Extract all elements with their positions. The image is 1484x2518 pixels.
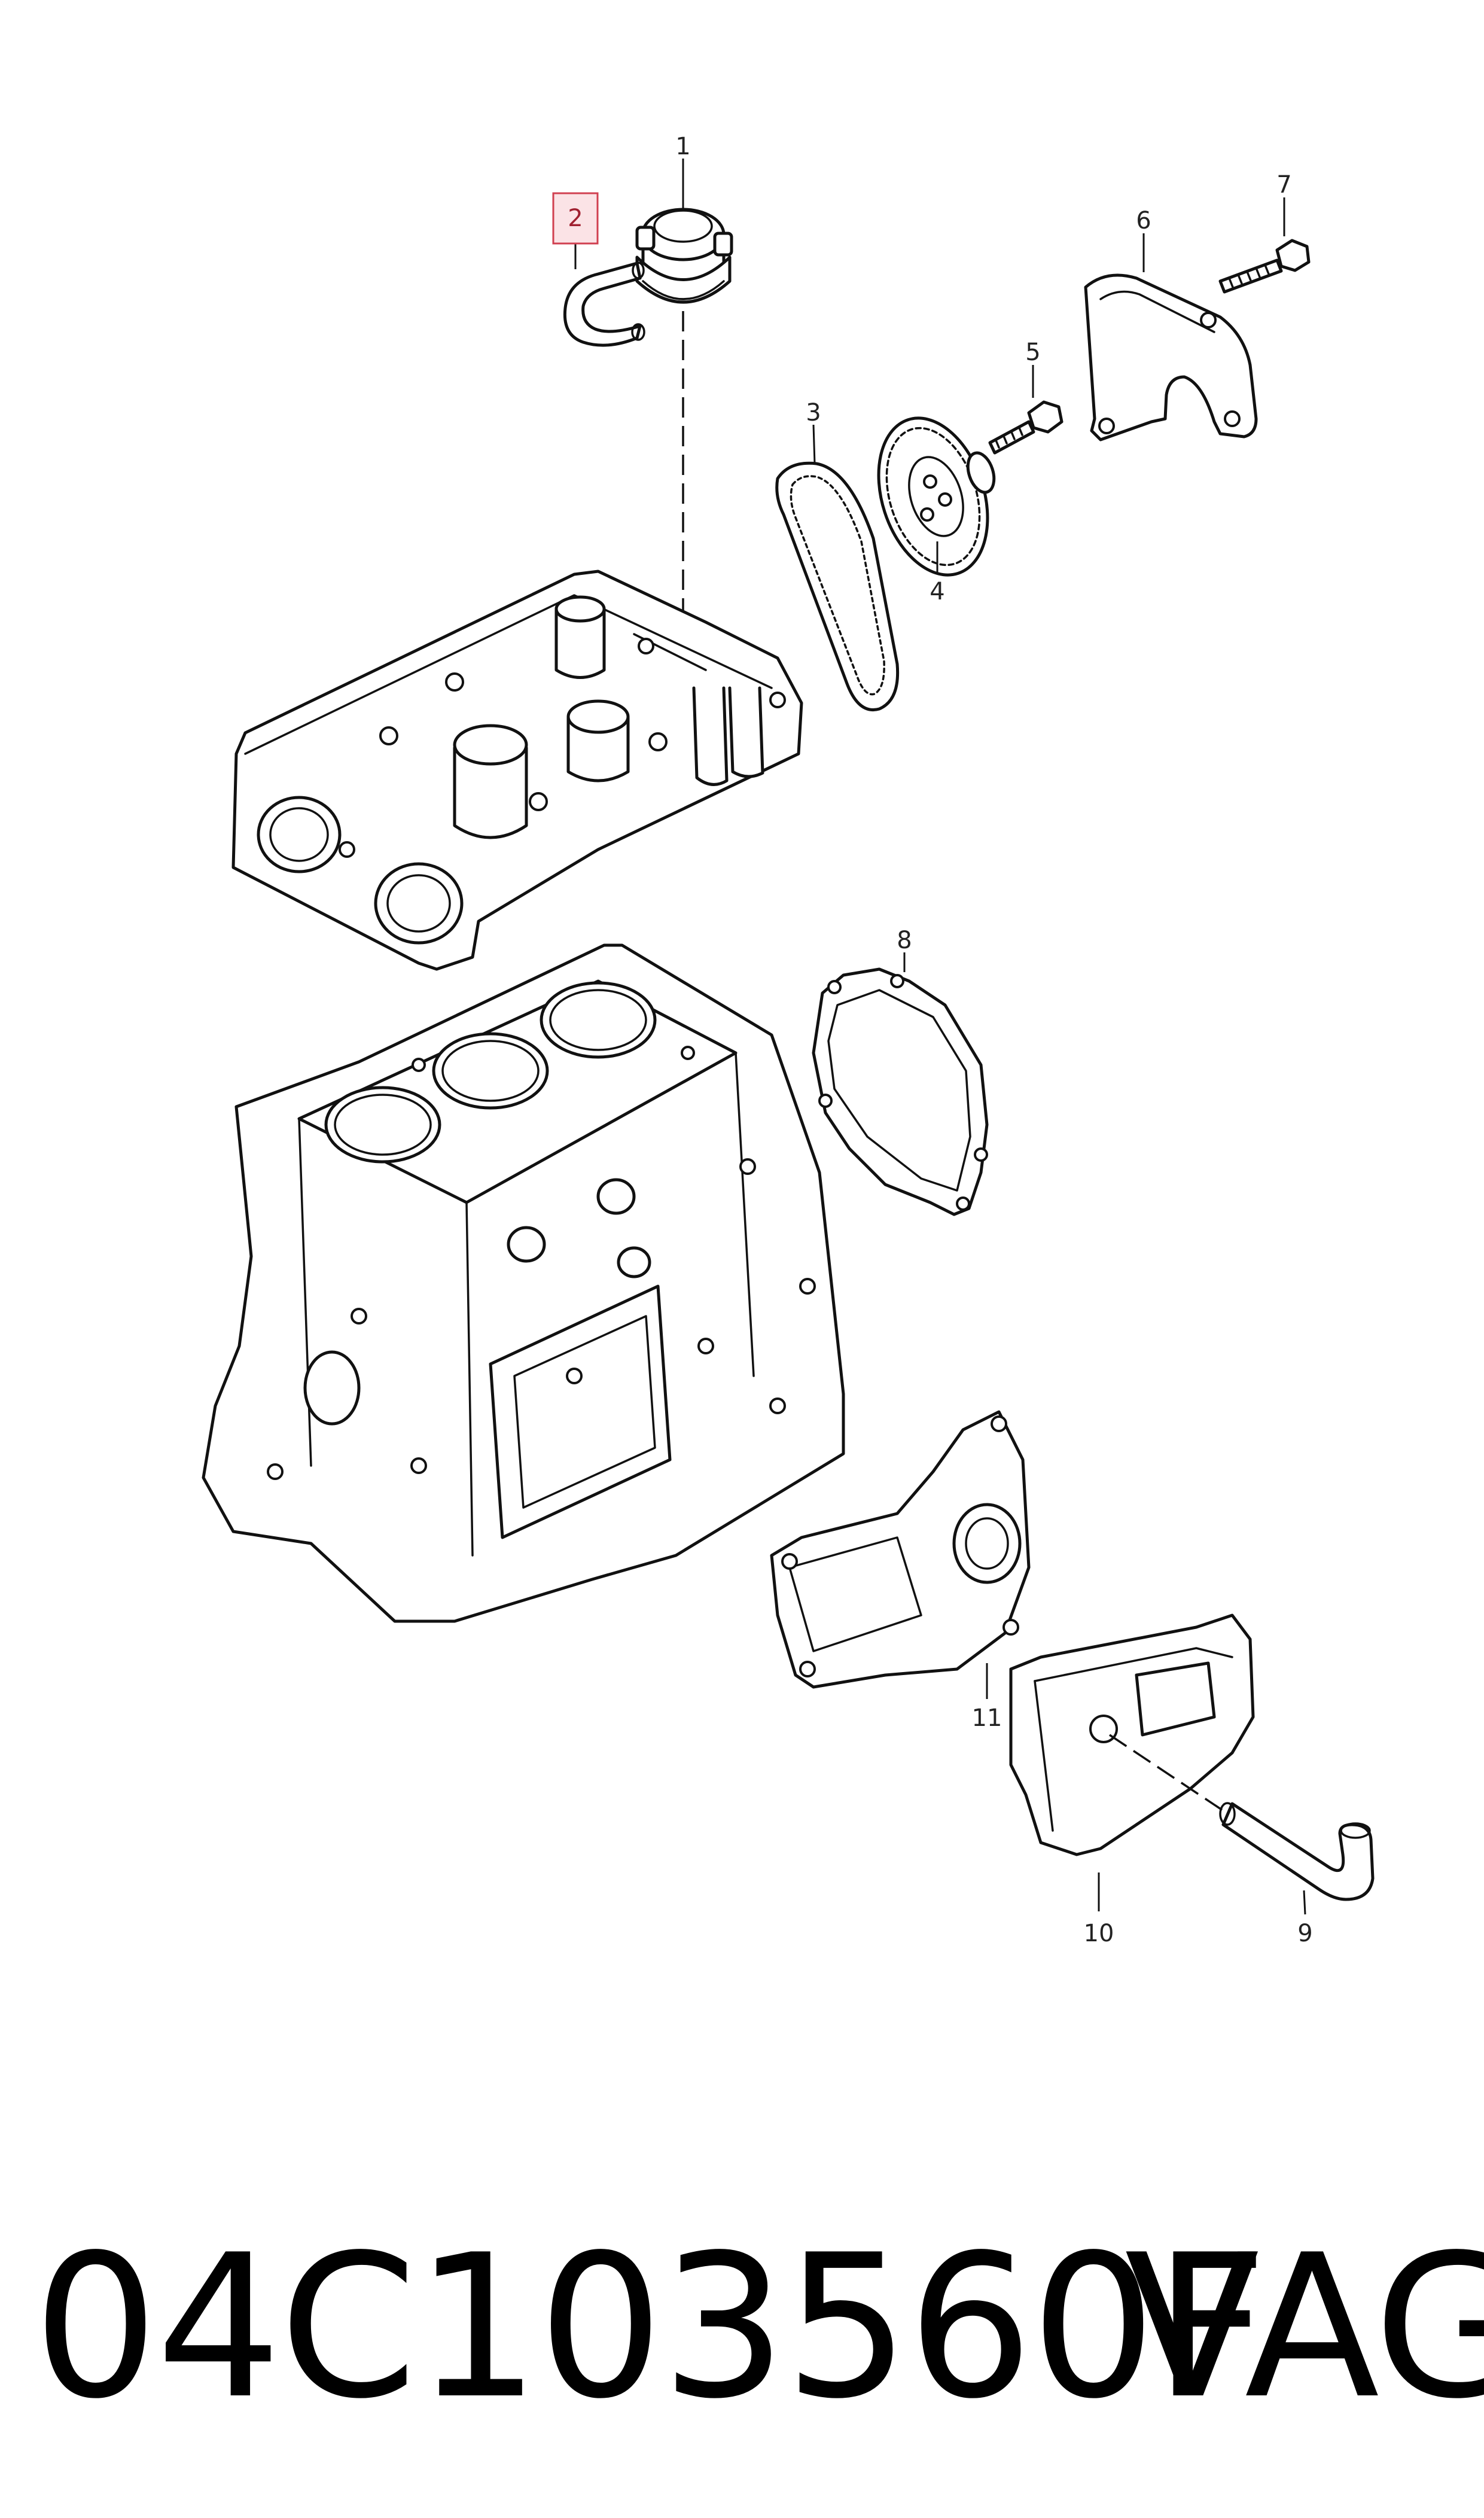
callout-11[interactable]: 11 xyxy=(972,1704,1002,1732)
part-11-oil-pump[interactable] xyxy=(770,1410,1031,1689)
brand-label: VAG xyxy=(1125,2212,1484,2442)
callout-7[interactable]: 7 xyxy=(1276,171,1291,199)
callout-6[interactable]: 6 xyxy=(1136,207,1151,235)
callout-4[interactable]: 4 xyxy=(930,578,944,605)
part-number-label: 04C103560F xyxy=(33,2212,1267,2442)
part-6-timing-cover[interactable] xyxy=(1084,273,1258,442)
part-3-timing-belt[interactable] xyxy=(775,461,900,711)
leader-3 xyxy=(812,424,816,464)
callout-3[interactable]: 3 xyxy=(806,399,821,427)
callout-10[interactable]: 10 xyxy=(1084,1920,1114,1947)
callout-2-highlight-box xyxy=(552,192,599,245)
part-8-gasket[interactable] xyxy=(812,967,989,1216)
exploded-engine-diagram: 1 2 3 4 5 6 7 8 9 10 11 xyxy=(202,133,1375,1947)
part-5-sprocket-bolt[interactable] xyxy=(988,400,1064,455)
leader-9 xyxy=(1303,1890,1306,1915)
part-7-cover-bolt[interactable] xyxy=(1218,239,1311,294)
part-4-camshaft-sprocket[interactable] xyxy=(860,404,1006,589)
callout-5[interactable]: 5 xyxy=(1025,339,1040,366)
cylinder-block xyxy=(202,943,845,1623)
callout-2[interactable]: 2 xyxy=(568,205,583,232)
assembly-line-pipe xyxy=(1109,1734,1227,1814)
part-2-breather-hose[interactable] xyxy=(563,261,645,347)
part-10-oil-sump[interactable] xyxy=(1009,1613,1255,1856)
callout-9[interactable]: 9 xyxy=(1297,1920,1312,1947)
cylinder-head-cover xyxy=(231,570,803,971)
part-9-breather-pipe[interactable] xyxy=(1219,1802,1375,1901)
callout-1[interactable]: 1 xyxy=(675,133,690,160)
callout-8[interactable]: 8 xyxy=(897,927,912,954)
part-1-oil-filler-cap[interactable] xyxy=(635,208,733,304)
